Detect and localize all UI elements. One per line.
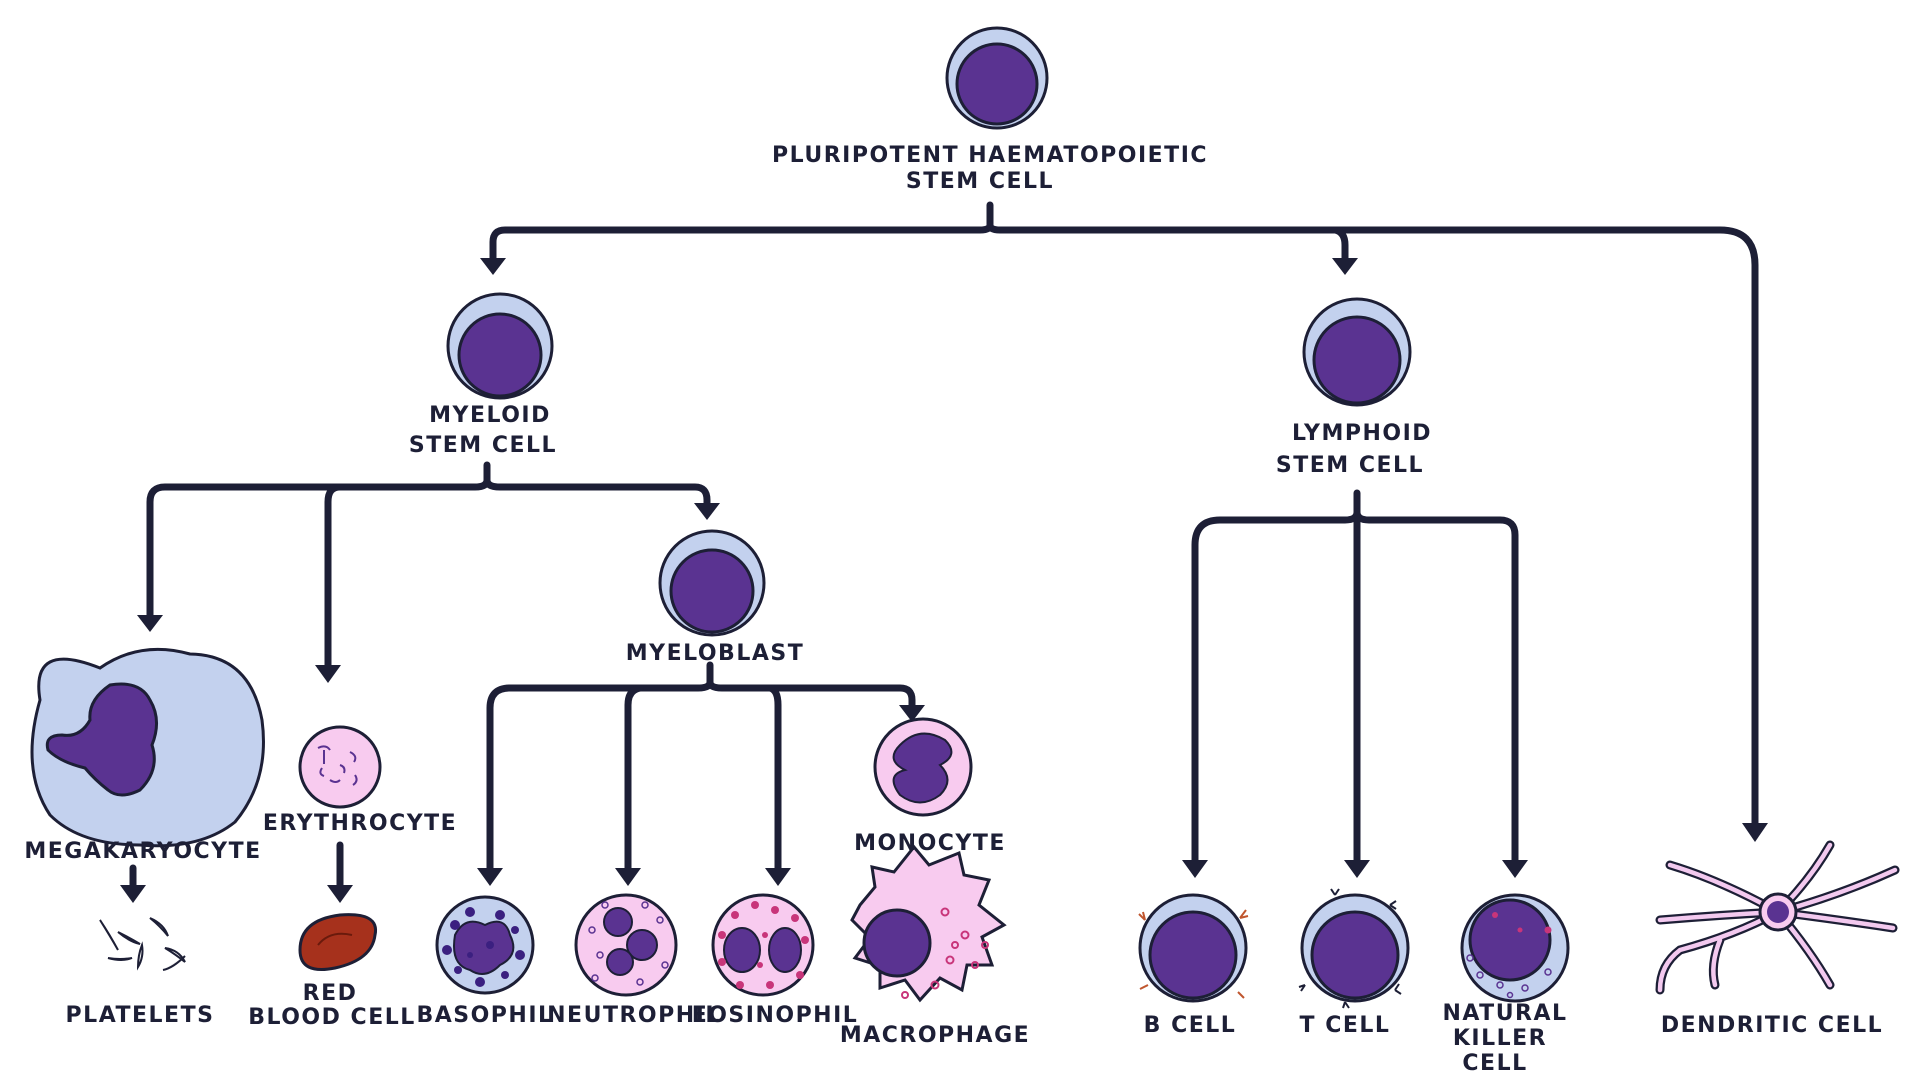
label-platelets: PLATELETS (66, 1003, 215, 1028)
label-rbc-1: RED (303, 981, 358, 1006)
basophil-cell (435, 895, 535, 995)
monocyte-cell (873, 717, 973, 817)
label-nk-2: KILLER (1453, 1026, 1547, 1051)
label-rbc-2: BLOOD CELL (248, 1005, 416, 1030)
label-bcell: B CELL (1144, 1013, 1237, 1038)
label-monocyte: MONOCYTE (854, 831, 1006, 856)
hsc-cell (945, 26, 1049, 130)
platelets-cell (99, 917, 186, 971)
label-hsc-1: PLURIPOTENT HAEMATOPOIETIC (772, 143, 1208, 168)
b-cell (1138, 893, 1249, 1003)
label-tcell: T CELL (1300, 1013, 1391, 1038)
label-eosinophil: EOSINOPHIL (692, 1003, 859, 1028)
megakaryocyte-cell (30, 647, 265, 848)
labels: PLURIPOTENT HAEMATOPOIETIC STEM CELL MYE… (24, 143, 1883, 1076)
label-hsc-2: STEM CELL (906, 169, 1054, 194)
label-lymphoid-1: LYMPHOID (1292, 421, 1432, 446)
label-nk-3: CELL (1462, 1051, 1527, 1076)
lymphoid-stem-cell (1302, 297, 1412, 407)
label-macrophage: MACROPHAGE (840, 1023, 1030, 1048)
dendritic-cell (1655, 840, 1900, 995)
label-erythrocyte: ERYTHROCYTE (263, 811, 457, 836)
label-basophil: BASOPHIL (416, 1003, 553, 1028)
connectors (120, 201, 1768, 903)
nk-cell (1460, 893, 1570, 1003)
label-neutrophil: NEUTROPHIL (547, 1003, 721, 1028)
t-cell (1298, 888, 1410, 1009)
red-blood-cell (298, 913, 378, 971)
label-megakaryocyte: MEGAKARYOCYTE (24, 839, 261, 864)
label-myeloid-1: MYELOID (429, 403, 551, 428)
label-myeloid-2: STEM CELL (409, 433, 557, 458)
eosinophil-cell (711, 893, 815, 997)
label-dendritic: DENDRITIC CELL (1661, 1013, 1883, 1038)
macrophage-cell (850, 844, 1007, 1003)
myeloblast-cell (658, 529, 766, 637)
myeloid-stem-cell (446, 292, 554, 400)
erythrocyte-cell (298, 725, 382, 809)
label-nk-1: NATURAL (1442, 1001, 1567, 1026)
neutrophil-cell (574, 893, 678, 997)
label-myeloblast: MYELOBLAST (626, 641, 804, 666)
label-lymphoid-2: STEM CELL (1276, 453, 1424, 478)
